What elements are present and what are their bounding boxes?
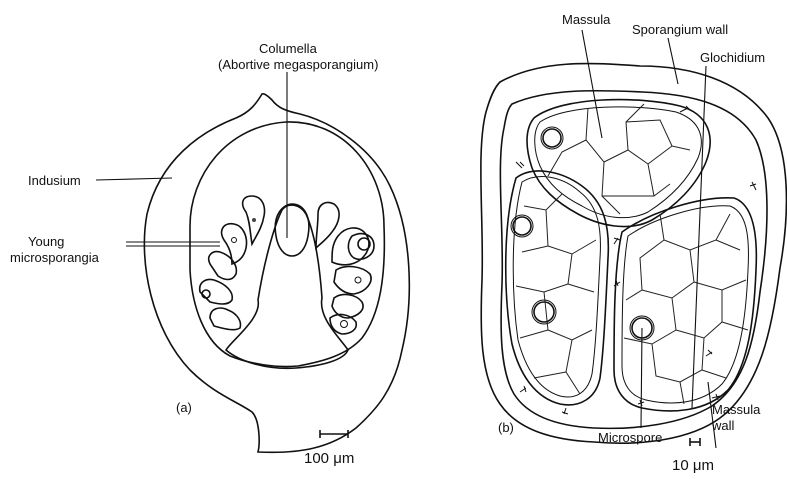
label-columella: Columella [259,41,318,56]
microspore-3 [534,302,554,322]
label-massula-wall-2: wall [711,418,735,433]
panel-a: Columella (Abortive megasporangium) Indu… [10,41,409,467]
sporangium-wall-leader [668,38,678,84]
microspore-leader [641,328,642,428]
scale-label-b: 10 μm [672,457,714,474]
label-abortive-megasporangium: (Abortive megasporangium) [218,57,378,72]
label-massula-wall-1: Massula [712,402,761,417]
massula-left-cells [516,194,596,394]
panel-b-letter: (b) [498,420,514,435]
label-glochidium: Glochidium [700,50,765,65]
label-massula: Massula [562,12,611,27]
massula-leader [582,30,602,138]
young-microsporangia-left [200,196,265,330]
label-microspore: Microspore [598,430,662,445]
glochidia [516,106,756,414]
microspore-1 [543,129,561,147]
label-young: Young [28,234,64,249]
scale-bar-b: 10 μm [672,438,714,474]
massula-top-cells [548,104,690,214]
glochidium-leader [692,66,706,408]
young-microsporangia-right [316,202,374,334]
massula-right-cells [624,214,748,404]
microspore-2 [513,217,531,235]
label-sporangium-wall: Sporangium wall [632,22,728,37]
label-indusium: Indusium [28,173,81,188]
label-microsporangia: microsporangia [10,250,100,265]
panel-a-letter: (a) [176,400,192,415]
scale-label-a: 100 μm [304,450,354,467]
panel-b: Massula Sporangium wall Glochidium Massu… [481,12,787,474]
massula-top [527,100,710,227]
